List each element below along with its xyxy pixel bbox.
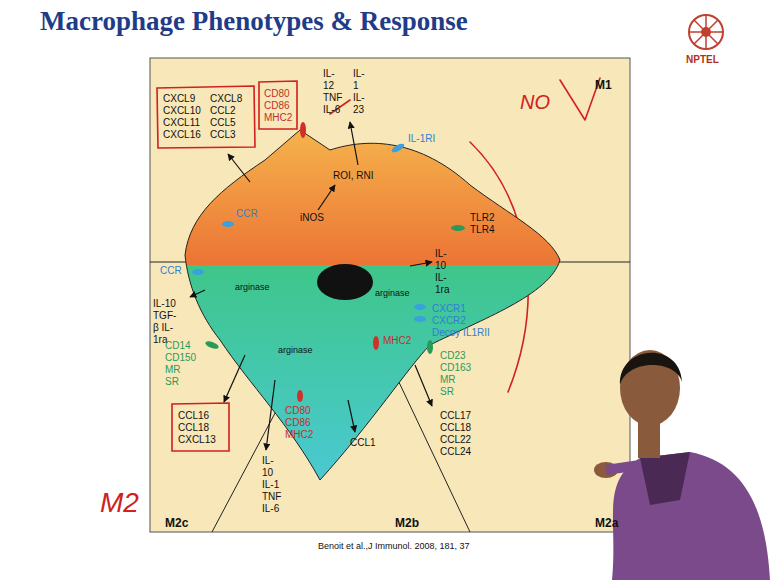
marker-list: CD80 CD86 MHC2 — [264, 88, 292, 124]
handwritten-note: NO — [520, 90, 550, 114]
cell-label: arginase — [235, 282, 270, 293]
phenotype-label: M1 — [595, 78, 612, 92]
slide-title: Macrophage Phenotypes & Response — [40, 6, 468, 37]
cytokine-list: IL-12 TNF IL-6 — [323, 68, 342, 116]
marker-name: MHC2 — [383, 335, 411, 347]
chemokine-list: CCL17 CCL18 CCL22 CCL24 — [440, 410, 471, 458]
receptor-list: CD23 CD163 MR SR — [440, 350, 471, 398]
chemokine-list: CXCL8 CCL2 CCL5 CCL3 — [210, 93, 242, 141]
chemokine-name: CCL1 — [350, 437, 376, 449]
receptor-name: IL-1RI — [408, 133, 435, 145]
receptor-name: CXCR1 — [432, 303, 466, 315]
phenotype-label: M2c — [165, 516, 188, 530]
marker-list: CD80 CD86 MHC2 — [285, 405, 313, 441]
cytokine-list: IL-10 IL-1 TNF IL-6 — [262, 455, 281, 515]
cytokine-list: IL-10 IL-1ra — [435, 248, 449, 296]
frame-ground — [150, 58, 630, 532]
chemokine-list: CCL16 CCL18 CXCL13 — [178, 410, 216, 446]
chemokine-list: CXCL9 CXCL10 CXCL11 CXCL16 — [163, 93, 201, 141]
cytokine-list: IL-1 IL-23 — [353, 68, 365, 116]
cytokine-list: IL-10 TGF-β IL-1ra — [153, 298, 176, 346]
handwritten-note: M2 — [100, 486, 139, 520]
cell-label: iNOS — [300, 212, 324, 224]
receptor-name: Decoy IL1RII — [432, 327, 490, 339]
citation-caption: Benoit et al.,J Immunol. 2008, 181, 37 — [318, 541, 470, 551]
nptel-logo — [689, 15, 723, 49]
receptor-name: CXCR2 — [432, 315, 466, 327]
cell-label: ROI, RNI — [333, 170, 374, 182]
phenotype-label: M2b — [395, 516, 419, 530]
macrophage-cell: ROI, RNI iNOS arginase arginase arginase — [180, 125, 560, 480]
phenotype-label: M2a — [595, 516, 618, 530]
receptor-name: CCR — [236, 208, 258, 220]
receptor-name: CCR — [160, 265, 182, 277]
cell-label: arginase — [278, 345, 313, 356]
presenter-figure — [594, 350, 770, 580]
logo-text: NPTEL — [686, 54, 719, 66]
cell-label: arginase — [375, 288, 410, 299]
receptor-list: TLR2 TLR4 — [470, 212, 494, 236]
receptor-list: CD14 CD150 MR SR — [165, 340, 196, 388]
